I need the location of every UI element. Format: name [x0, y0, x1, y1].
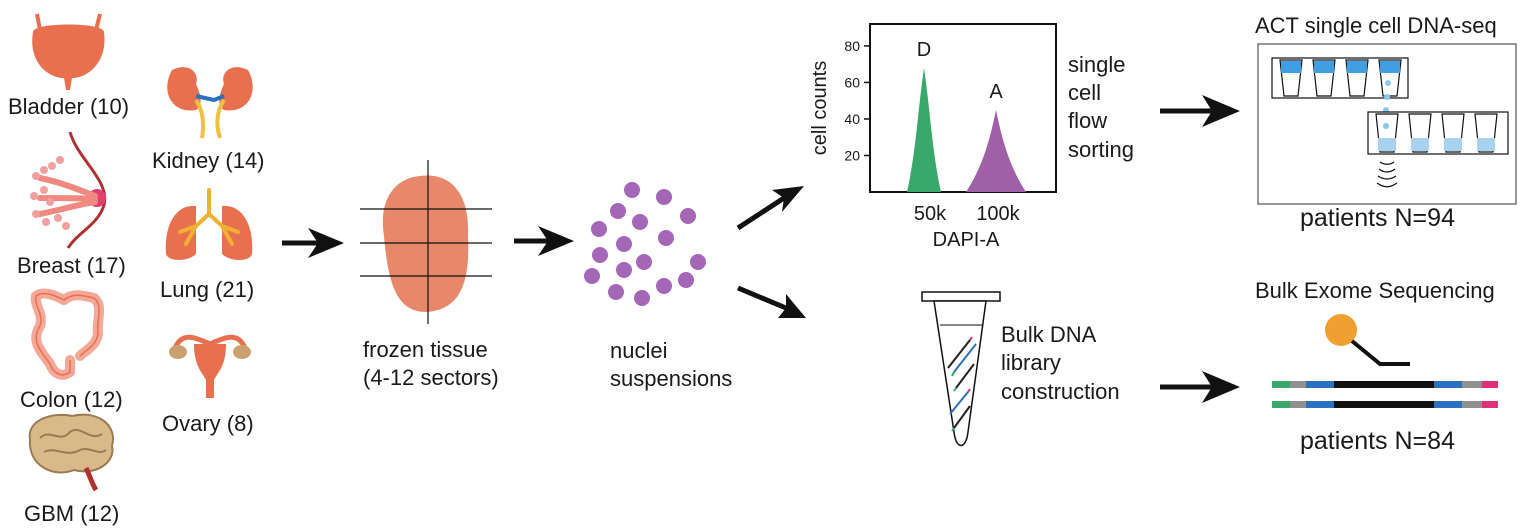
breast-icon [30, 131, 107, 249]
arrow-to-bulk [737, 285, 806, 318]
tissue-icon [360, 160, 492, 324]
flow-label-line2: cell [1068, 80, 1101, 105]
flow-label-line3: flow [1068, 108, 1107, 133]
y-tick-label-40: 40 [844, 111, 860, 127]
peak-label-a: A [989, 81, 1003, 103]
kidney-icon [167, 67, 253, 139]
breast-label: Breast (17) [17, 253, 126, 278]
bladder-icon [32, 13, 105, 90]
nuclei-icon [584, 182, 706, 306]
exome-patients-label: patients N=84 [1300, 427, 1455, 455]
ovary-label: Ovary (8) [162, 411, 254, 436]
flow-histogram: 20 40 60 80 50k 100k DAPI-A cell counts D A [809, 23, 1057, 251]
colon-label: Colon (12) [20, 387, 123, 412]
y-tick-label-20: 20 [844, 147, 860, 163]
y-tick-label-60: 60 [844, 74, 860, 90]
colon-icon-outline [35, 292, 100, 376]
y-axis-label: cell counts [809, 61, 831, 156]
act-title: ACT single cell DNA-seq [1255, 13, 1497, 38]
peak-a [966, 109, 1026, 192]
ovary-icon [169, 334, 251, 398]
brain-icon [28, 413, 114, 492]
x-tick-label-50k: 50k [914, 203, 947, 225]
bulk-label-line3: construction [1001, 379, 1120, 404]
exome-title: Bulk Exome Sequencing [1255, 278, 1495, 303]
bulk-label-line2: library [1001, 350, 1061, 375]
read-strand-top [1272, 381, 1498, 388]
bladder-label: Bladder (10) [8, 94, 129, 119]
read-strand-bottom [1272, 401, 1498, 408]
gbm-label: GBM (12) [24, 501, 119, 526]
primer-icon [1325, 314, 1410, 366]
peak-label-d: D [917, 39, 931, 61]
flow-label-line1: single [1068, 52, 1125, 77]
nuclei-label-line1: nuclei [610, 338, 667, 363]
tissue-label-line1: frozen tissue [363, 337, 488, 362]
arrow-to-flow [736, 186, 804, 231]
well-plate-icon [1257, 43, 1517, 205]
act-patients-label: patients N=94 [1300, 204, 1455, 232]
histogram-frame [869, 23, 1057, 193]
x-tick-label-100k: 100k [976, 203, 1020, 225]
colon-icon [30, 288, 105, 380]
arrow-to-tissue [282, 228, 344, 258]
arrow-to-exome [1160, 371, 1240, 403]
kidney-label: Kidney (14) [152, 148, 265, 173]
y-tick-label-80: 80 [844, 38, 860, 54]
tube-icon [921, 291, 1001, 447]
x-axis-label: DAPI-A [933, 229, 1000, 251]
bulk-label-line1: Bulk DNA [1001, 322, 1097, 347]
lung-icon [165, 188, 253, 260]
arrow-to-act [1160, 95, 1240, 127]
peak-d [907, 67, 941, 192]
lung-label: Lung (21) [160, 277, 254, 302]
arrow-to-nuclei [514, 226, 574, 256]
tissue-label-line2: (4-12 sectors) [363, 365, 499, 390]
flow-label-line4: sorting [1068, 137, 1134, 162]
nuclei-label-line2: suspensions [610, 366, 732, 391]
